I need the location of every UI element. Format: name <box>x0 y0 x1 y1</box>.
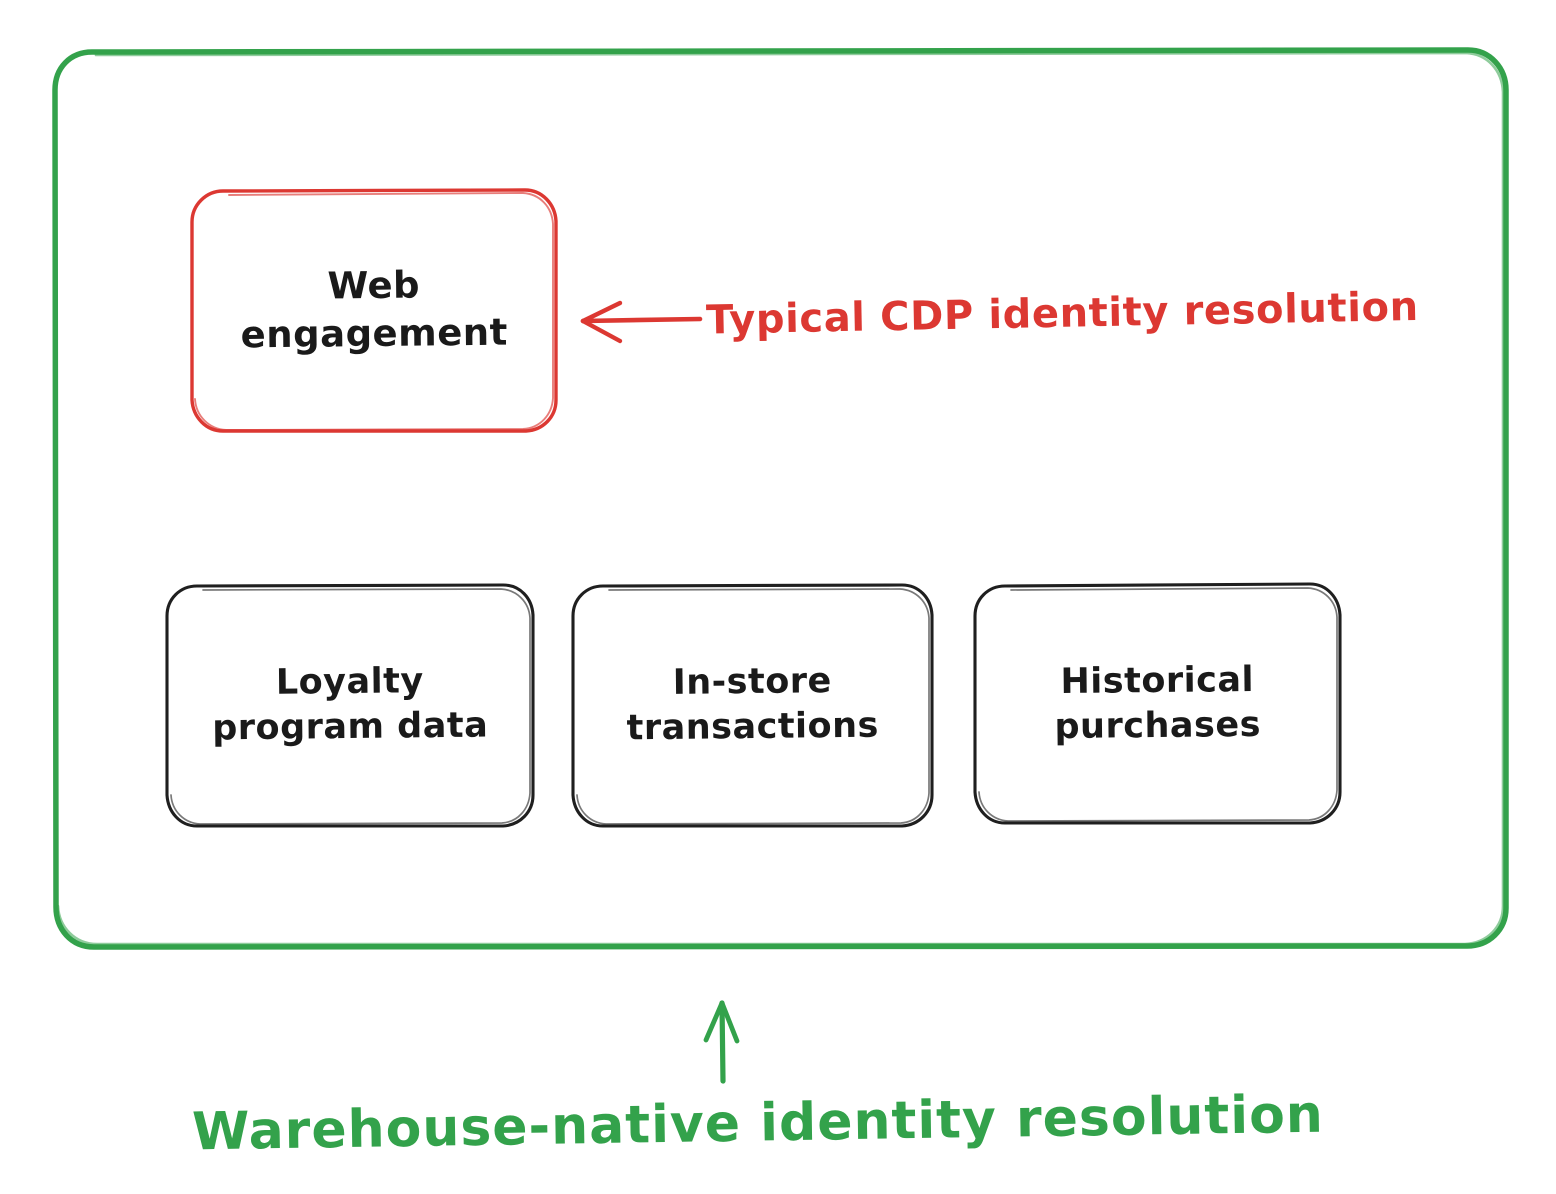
node-loyalty-line1: Loyalty <box>275 660 424 703</box>
caption-warehouse-native-text: Warehouse-native identity resolution <box>191 1084 1325 1163</box>
node-instore-line1: In-store <box>672 660 832 703</box>
node-historical-label: Historical purchases <box>974 583 1341 825</box>
node-web-engagement-label: Web engagement <box>191 188 557 432</box>
node-historical-line1: Historical <box>1060 659 1255 702</box>
node-loyalty-label: Loyalty program data <box>166 583 534 827</box>
node-instore-line2: transactions <box>626 705 880 749</box>
node-web-engagement-line1: Web <box>327 263 421 308</box>
node-web-engagement-line2: engagement <box>240 310 509 357</box>
annotation-typical-cdp-text: Typical CDP identity resolution <box>705 284 1420 344</box>
warehouse-native-arrow-icon <box>703 1000 740 1084</box>
typical-cdp-arrow-icon <box>580 300 703 344</box>
node-instore-label: In-store transactions <box>572 583 933 827</box>
node-loyalty-line2: program data <box>212 705 489 749</box>
node-historical-line2: purchases <box>1054 704 1262 748</box>
